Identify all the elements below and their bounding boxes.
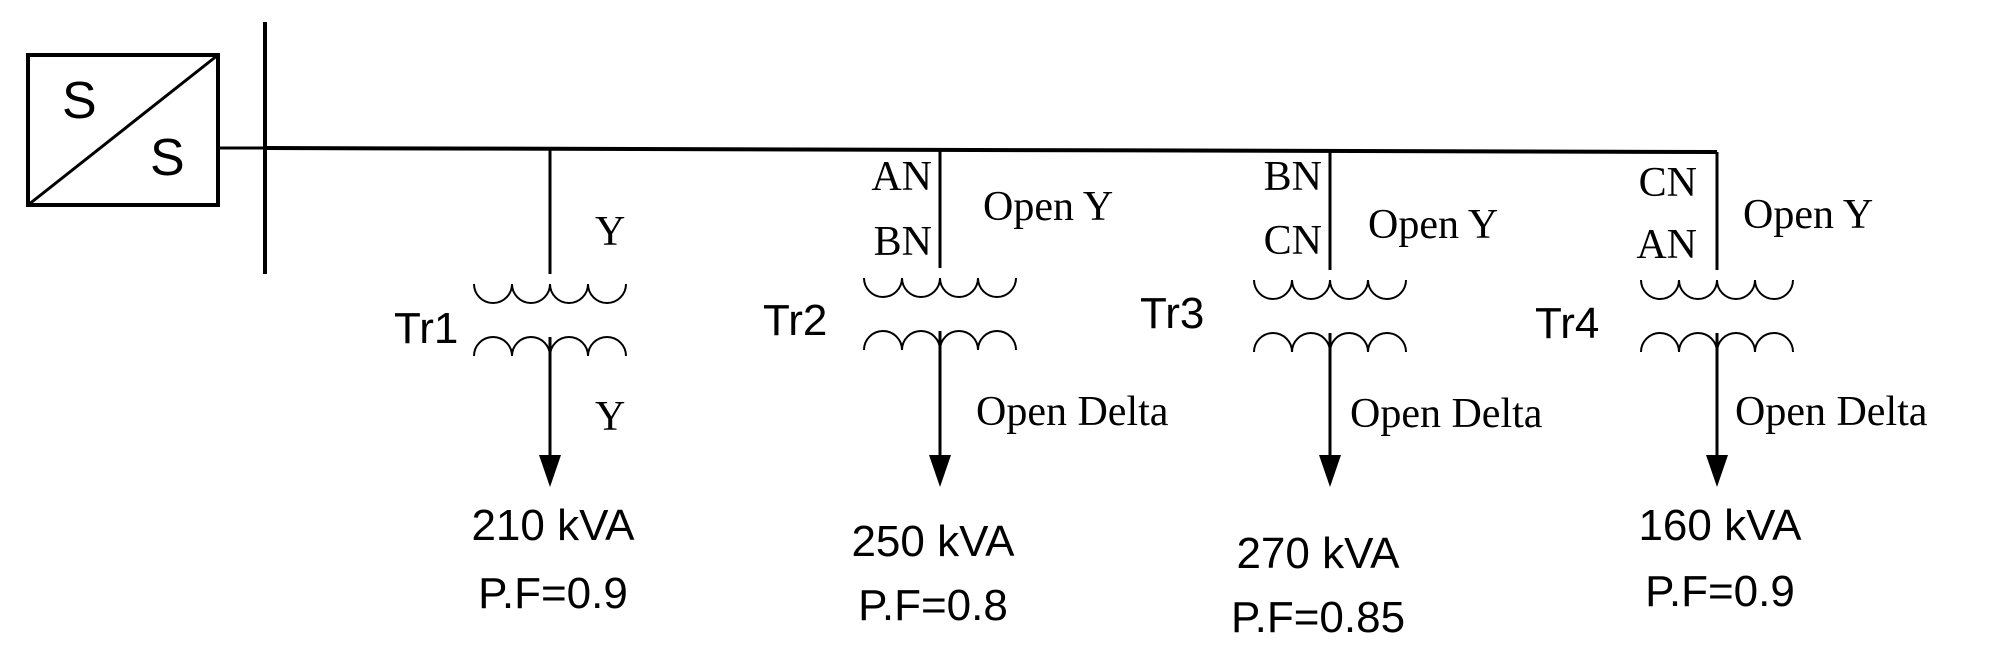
substation-diagonal bbox=[27, 53, 219, 207]
primary-winding bbox=[863, 277, 1017, 298]
transformer-name: Tr3 bbox=[1140, 289, 1204, 338]
load-arrow-icon bbox=[1706, 455, 1728, 487]
primary-connection-label: Open Y bbox=[1743, 192, 1873, 238]
secondary-connection-label: Open Delta bbox=[976, 389, 1169, 435]
load-arrow-icon bbox=[1319, 455, 1341, 487]
substation-letter-top: S bbox=[62, 72, 97, 130]
substation-letter-bottom: S bbox=[150, 129, 185, 187]
primary-phase-label: CN bbox=[1264, 218, 1322, 264]
secondary-connection-label: Open Delta bbox=[1350, 391, 1543, 437]
transformer-tr3: Tr3 BN CN Open Y Open Delta 270 kVA P.F=0.85 bbox=[1140, 151, 1543, 642]
load-rating-label: 160 kVA bbox=[1638, 501, 1802, 550]
power-factor-label: P.F=0.9 bbox=[1645, 567, 1795, 616]
load-rating-label: 210 kVA bbox=[471, 501, 635, 550]
primary-winding bbox=[1640, 279, 1794, 300]
primary-winding bbox=[473, 283, 627, 304]
load-arrow-icon bbox=[929, 455, 951, 487]
secondary-connection-label: Open Delta bbox=[1735, 389, 1928, 435]
primary-phase-label: CN bbox=[1639, 160, 1697, 206]
primary-phase-label: BN bbox=[874, 219, 932, 265]
primary-phase-label: BN bbox=[1264, 154, 1322, 200]
transformer-name: Tr2 bbox=[763, 296, 827, 345]
primary-phase-label: AN bbox=[871, 154, 932, 200]
primary-winding bbox=[1253, 279, 1407, 300]
power-factor-label: P.F=0.85 bbox=[1231, 593, 1405, 642]
substation-box bbox=[26, 53, 220, 207]
substation: S S bbox=[26, 53, 265, 207]
primary-phase-label: AN bbox=[1636, 222, 1697, 268]
transformer-name: Tr4 bbox=[1535, 299, 1599, 348]
primary-connection-label: Y bbox=[595, 209, 625, 255]
transformer-tr4: Tr4 CN AN Open Y Open Delta 160 kVA P.F=0.9 bbox=[1535, 152, 1928, 616]
load-rating-label: 250 kVA bbox=[851, 517, 1015, 566]
power-factor-label: P.F=0.9 bbox=[478, 569, 628, 618]
feeder-line bbox=[264, 146, 1718, 154]
secondary-connection-label: Y bbox=[595, 394, 625, 440]
primary-connection-label: Open Y bbox=[1368, 202, 1498, 248]
load-arrow-icon bbox=[539, 455, 561, 487]
transformer-tr2: Tr2 AN BN Open Y Open Delta 250 kVA P.F=0.8 bbox=[763, 150, 1169, 630]
primary-connection-label: Open Y bbox=[983, 184, 1113, 230]
load-rating-label: 270 kVA bbox=[1236, 529, 1400, 578]
transformer-name: Tr1 bbox=[394, 304, 458, 353]
power-factor-label: P.F=0.8 bbox=[858, 581, 1008, 630]
